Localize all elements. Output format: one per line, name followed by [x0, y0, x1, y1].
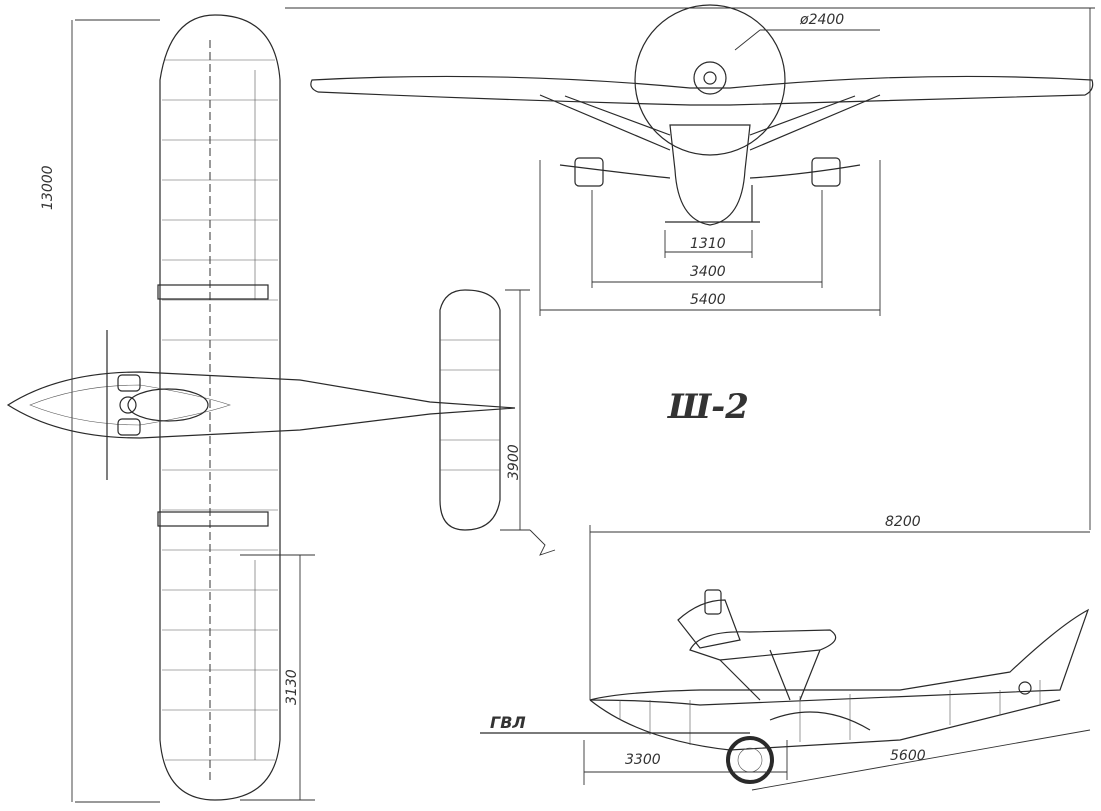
dimension-float-track: 3400	[690, 264, 726, 280]
side-view-dimensions: 8200 3300 5600	[583, 514, 1091, 791]
dimension-tail-span: 3900	[506, 444, 522, 480]
waterline-label: ГВЛ	[490, 713, 526, 732]
dimension-step-to-tail: 5600	[890, 748, 926, 764]
dimension-front-width: 5400	[690, 292, 726, 308]
front-view	[310, 4, 1094, 226]
propeller-disc	[634, 4, 786, 156]
front-view-dimensions: ø2400 1310 3400 5400	[539, 12, 881, 316]
front-view-hull	[669, 124, 751, 226]
side-view-upper-wing	[689, 629, 837, 661]
top-view-dimensions: 13000 3900 3130	[40, 165, 556, 801]
landing-wheel	[726, 736, 774, 784]
side-view: ГВЛ	[480, 589, 1090, 784]
top-view-fuselage	[6, 371, 516, 439]
top-view-tail	[439, 289, 501, 531]
dimension-wingspan: 13000	[40, 165, 56, 210]
aircraft-title: Ш-2	[667, 387, 749, 427]
wing-ribs	[162, 59, 278, 761]
front-view-wing	[310, 75, 1094, 106]
top-view-wing	[159, 14, 281, 801]
dimension-length: 8200	[885, 514, 921, 530]
dimension-propeller: ø2400	[799, 12, 844, 28]
top-view	[6, 14, 516, 801]
side-view-hull	[589, 608, 1090, 706]
dimension-wheel-track: 1310	[690, 236, 726, 252]
dimension-outer-wing: 3130	[284, 669, 300, 705]
radial-engine	[693, 61, 727, 95]
dimension-bow-to-step: 3300	[625, 752, 661, 768]
